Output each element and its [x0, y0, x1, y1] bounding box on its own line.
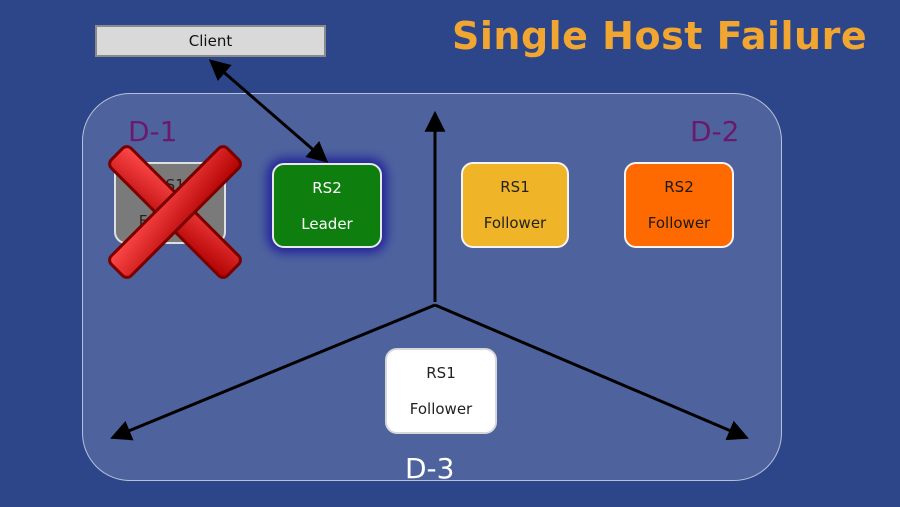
domain-label-d2: D-2 [690, 115, 740, 148]
domain-label-d3: D-3 [405, 452, 455, 485]
node-role: Follower [483, 214, 547, 232]
slide-title: Single Host Failure [452, 14, 868, 58]
node-role: Leader [301, 214, 353, 233]
axis-right-arrow [434, 303, 749, 441]
node-name: RS1 [426, 364, 456, 382]
node-name: RS1 [500, 178, 530, 196]
follower-node-rs2-d2: RS2 Follower [624, 162, 734, 248]
follower-node-rs1-d3: RS1 Follower [385, 348, 497, 434]
axis-left-arrow [110, 303, 436, 441]
client-label: Client [188, 32, 233, 50]
node-name: RS2 [312, 178, 342, 197]
follower-node-rs1-d2: RS1 Follower [461, 162, 569, 248]
leader-node-rs2: RS2 Leader [272, 163, 382, 248]
node-role: Follower [647, 214, 711, 232]
node-role: Follower [409, 400, 473, 418]
node-name: RS2 [664, 178, 694, 196]
red-x-icon [108, 145, 242, 279]
domain-label-d1: D-1 [128, 115, 178, 148]
client-leader-arrow [208, 59, 329, 163]
client-box: Client [95, 25, 326, 57]
